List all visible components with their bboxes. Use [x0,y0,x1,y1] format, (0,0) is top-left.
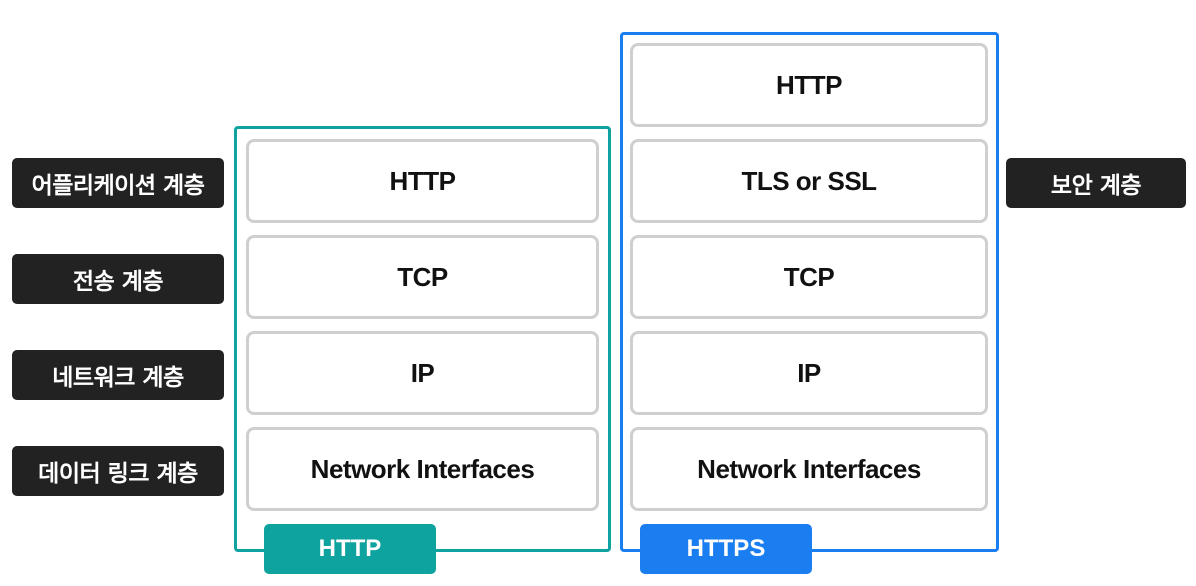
http-layer-ip: IP [246,331,599,415]
http-layer-network-interfaces: Network Interfaces [246,427,599,511]
https-layer-ip: IP [630,331,988,415]
layer-label-transport: 전송 계층 [12,254,224,304]
http-layer-tcp: TCP [246,235,599,319]
layer-label-datalink: 데이터 링크 계층 [12,446,224,496]
layer-label-network: 네트워크 계층 [12,350,224,400]
layer-label-application: 어플리케이션 계층 [12,158,224,208]
layer-label-security: 보안 계층 [1006,158,1186,208]
https-layer-tls: TLS or SSL [630,139,988,223]
http-stack-title: HTTP [264,524,436,574]
https-layer-network-interfaces: Network Interfaces [630,427,988,511]
https-layer-http: HTTP [630,43,988,127]
https-layer-tcp: TCP [630,235,988,319]
https-stack-title: HTTPS [640,524,812,574]
http-layer-http: HTTP [246,139,599,223]
